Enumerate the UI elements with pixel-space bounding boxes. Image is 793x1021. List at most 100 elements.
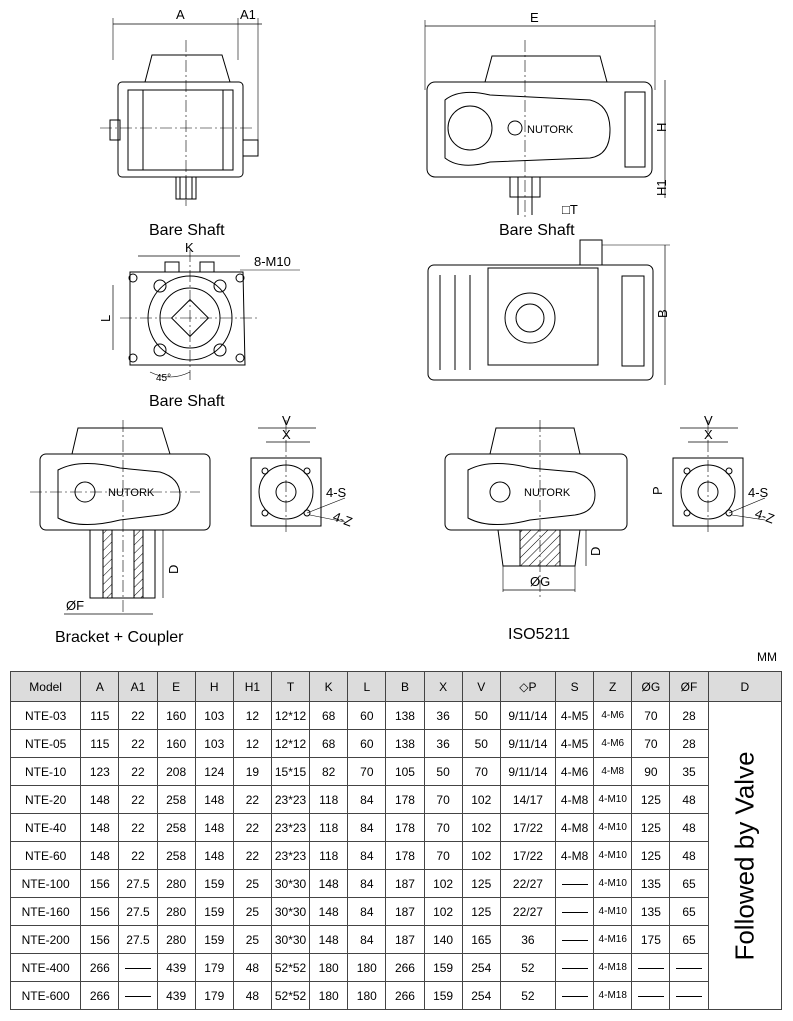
table-cell-empty xyxy=(555,897,595,926)
table-cell: 25 xyxy=(232,925,272,954)
table-cell-empty xyxy=(118,981,158,1010)
dim-4-Z-1: 4-Z xyxy=(331,509,355,530)
dash-mark xyxy=(561,967,588,969)
table-cell: 179 xyxy=(194,953,234,982)
table-cell: 160 xyxy=(156,701,196,730)
table-header-cell: S xyxy=(555,671,595,702)
table-cell: 103 xyxy=(194,701,234,730)
table-cell: 4-M10 xyxy=(593,897,633,926)
table-cell: 160 xyxy=(156,729,196,758)
table-cell: 70 xyxy=(631,729,671,758)
table-cell: 22/27 xyxy=(499,897,557,926)
table-cell: 9/11/14 xyxy=(499,757,557,786)
table-header-cell: ØG xyxy=(631,671,671,702)
table-cell: 148 xyxy=(194,785,234,814)
table-cell: 22 xyxy=(118,785,158,814)
table-cell: 115 xyxy=(80,729,120,758)
table-cell: 84 xyxy=(347,869,387,898)
dim-4-S-2: 4-S xyxy=(748,485,769,500)
table-cell: 118 xyxy=(309,785,349,814)
brand-label-1: NUTORK xyxy=(527,124,574,136)
table-cell: 28 xyxy=(669,701,709,730)
table-cell: 175 xyxy=(631,925,671,954)
dim-K: K xyxy=(185,240,194,255)
table-cell-empty xyxy=(118,953,158,982)
table-cell-empty xyxy=(555,925,595,954)
table-cell: 90 xyxy=(631,757,671,786)
table-header-cell: X xyxy=(423,671,463,702)
table-cell: 165 xyxy=(461,925,501,954)
table-cell: 23*23 xyxy=(270,785,311,814)
table-cell: 125 xyxy=(461,869,501,898)
table-cell: 148 xyxy=(309,869,349,898)
table-cell: NTE-160 xyxy=(9,897,82,926)
table-cell: 27.5 xyxy=(118,925,158,954)
caption-iso5211: ISO5211 xyxy=(508,626,570,643)
table-cell: 125 xyxy=(631,841,671,870)
table-cell: 48 xyxy=(232,953,272,982)
table-cell: 125 xyxy=(631,785,671,814)
table-cell: 135 xyxy=(631,869,671,898)
table-cell: 17/22 xyxy=(499,813,557,842)
table-cell: 148 xyxy=(80,841,120,870)
table-header-cell: ◇P xyxy=(499,671,557,702)
table-header-cell: ØF xyxy=(669,671,709,702)
table-cell: 156 xyxy=(80,869,120,898)
table-cell: 180 xyxy=(309,981,349,1010)
table-cell: 9/11/14 xyxy=(499,701,557,730)
table-cell-empty xyxy=(555,981,595,1010)
table-cell: 156 xyxy=(80,925,120,954)
table-cell: 148 xyxy=(309,925,349,954)
flange-view-1 xyxy=(250,420,346,535)
table-cell: 60 xyxy=(347,701,387,730)
table-cell: 68 xyxy=(309,701,349,730)
table-cell: 22 xyxy=(232,813,272,842)
table-cell: 84 xyxy=(347,841,387,870)
dim-H: H xyxy=(654,123,669,132)
dim-T: □T xyxy=(562,202,578,217)
table-cell: 9/11/14 xyxy=(499,729,557,758)
table-cell: 15*15 xyxy=(270,757,311,786)
table-cell: 4-M10 xyxy=(593,785,633,814)
table-cell: 123 xyxy=(80,757,120,786)
table-cell: 22 xyxy=(118,841,158,870)
caption-bracket-coupler: Bracket + Coupler xyxy=(55,629,184,646)
table-header-cell: A xyxy=(80,671,120,702)
dim-X-1: X xyxy=(282,427,291,442)
table-cell: 50 xyxy=(461,729,501,758)
table-cell: 103 xyxy=(194,729,234,758)
table-cell-empty xyxy=(669,981,709,1010)
followed-by-valve-text: Followed by Valve xyxy=(729,750,760,961)
table-cell: NTE-10 xyxy=(9,757,82,786)
table-cell: 180 xyxy=(347,981,387,1010)
table-cell: 148 xyxy=(194,813,234,842)
table-cell: 148 xyxy=(309,897,349,926)
flange-view-2 xyxy=(672,420,766,535)
dim-8-M10: 8-M10 xyxy=(254,254,291,269)
table-cell: 258 xyxy=(156,841,196,870)
table-cell: 50 xyxy=(461,701,501,730)
table-cell: 36 xyxy=(423,701,463,730)
table-cell: 84 xyxy=(347,813,387,842)
table-cell: 70 xyxy=(423,785,463,814)
dim-4-Z-2: 4-Z xyxy=(753,506,777,527)
table-cell: 148 xyxy=(194,841,234,870)
dim-E: E xyxy=(530,10,539,25)
table-cell: 22 xyxy=(118,813,158,842)
table-header-cell: Model xyxy=(9,671,82,702)
table-cell: 12 xyxy=(232,701,272,730)
table-cell: 82 xyxy=(309,757,349,786)
table-cell: 187 xyxy=(385,925,425,954)
table-cell: 70 xyxy=(631,701,671,730)
table-header-cell: H1 xyxy=(232,671,272,702)
caption-bare-shaft-3: Bare Shaft xyxy=(149,393,225,410)
dash-mark xyxy=(124,995,151,997)
brand-label-3: NUTORK xyxy=(524,487,571,499)
table-cell: 22 xyxy=(232,841,272,870)
dim-B: B xyxy=(655,309,670,318)
table-cell: 30*30 xyxy=(270,869,311,898)
table-cell: 28 xyxy=(669,729,709,758)
